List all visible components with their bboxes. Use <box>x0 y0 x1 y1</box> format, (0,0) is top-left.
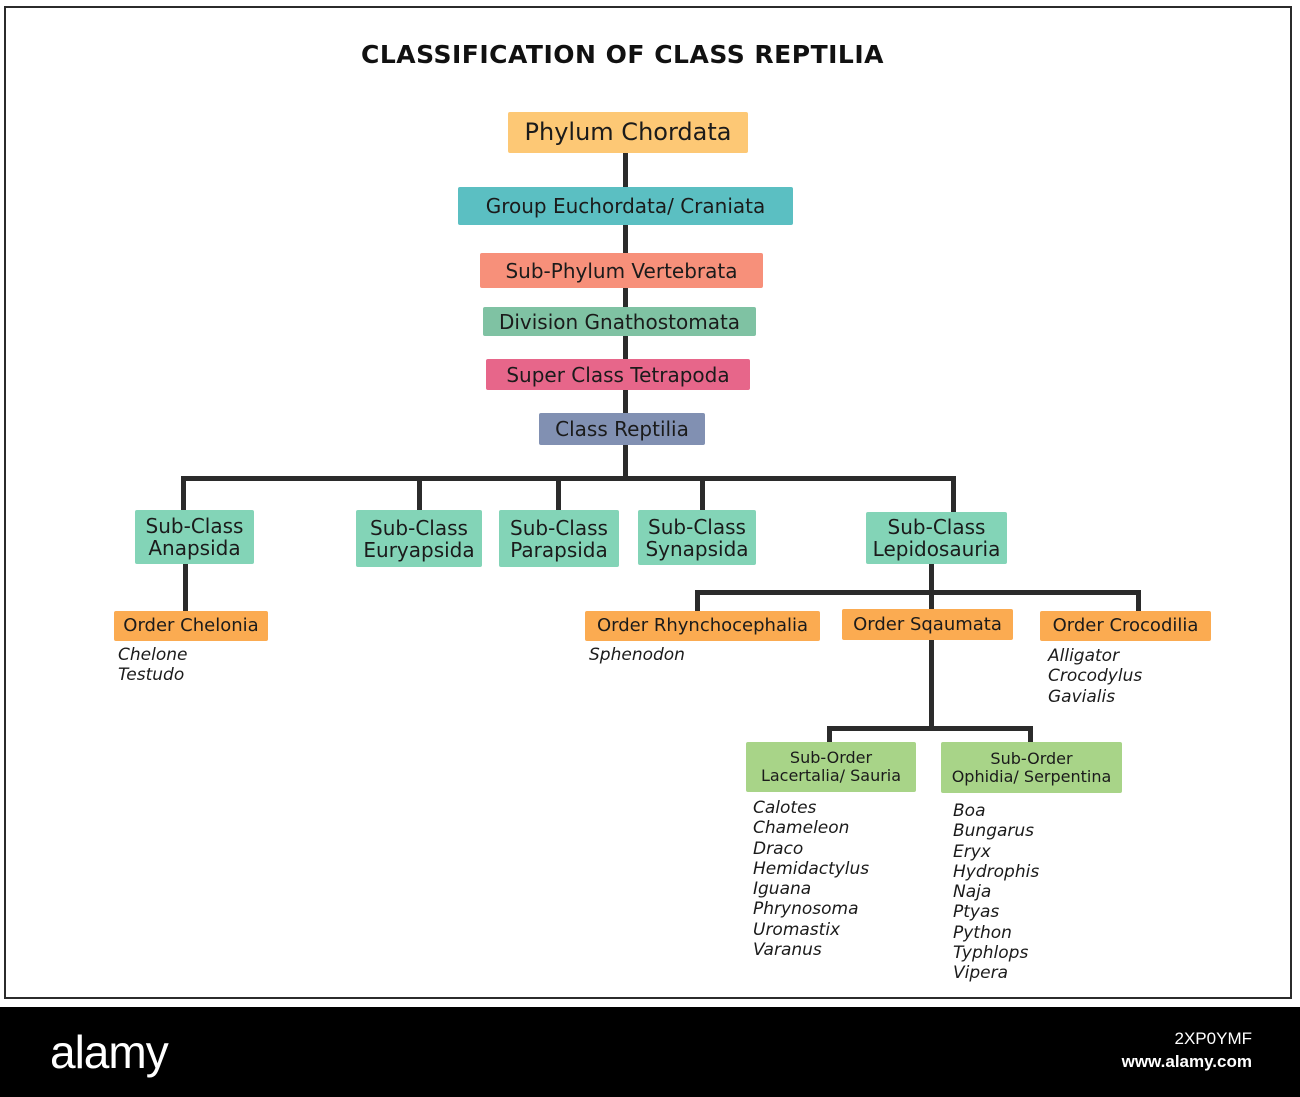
node-suborder-ophidia-line2: Ophidia/ Serpentina <box>951 766 1112 786</box>
node-phylum-chordata-label: Phylum Chordata <box>524 118 732 147</box>
species-name: Uromastix <box>753 919 841 940</box>
species-name: Calotes <box>753 798 817 818</box>
node-subclass-euryapsida-line1: Sub-Class <box>370 515 468 540</box>
node-class-reptilia-label: Class Reptilia <box>555 417 689 441</box>
node-subclass-euryapsida-line2: Euryapsida <box>363 537 475 562</box>
species-list-ophidia: Boa Bungarus Eryx Hydrophis Naja Ptyas P… <box>953 801 1039 984</box>
species-name: Bungarus <box>953 821 1035 842</box>
species-name: Python <box>953 922 1012 943</box>
species-name: Naja <box>953 882 992 903</box>
alamy-logo: alamy <box>50 1026 169 1078</box>
connector-lepidosauria-stem <box>929 562 934 595</box>
connector-subclass-bar <box>181 476 956 481</box>
species-name: Gavialis <box>1048 686 1116 707</box>
connector-anapsida-to-chelonia <box>183 562 188 612</box>
node-subclass-lepidosauria-line2: Lepidosauria <box>872 537 1001 561</box>
node-subclass-synapsida-line2: Synapsida <box>645 536 749 561</box>
species-name: Hemidactylus <box>753 858 870 879</box>
species-name: Eryx <box>953 841 991 862</box>
diagram-frame <box>4 6 1292 999</box>
node-superclass-tetrapoda: Super Class Tetrapoda <box>486 359 750 390</box>
node-order-squamata-label: Order Sqaumata <box>853 613 1002 635</box>
connector-crocodilia-drop <box>1136 590 1141 611</box>
node-subclass-euryapsida: Sub-Class Euryapsida <box>356 510 482 567</box>
species-name: Sphenodon <box>589 645 685 665</box>
node-subphylum-vertebrata-label: Sub-Phylum Vertebrata <box>505 258 738 283</box>
connector-anapsida-drop <box>181 476 186 512</box>
node-suborder-ophidia: Sub-Order Ophidia/ Serpentina <box>941 742 1122 793</box>
node-division-gnathostomata-label: Division Gnathostomata <box>498 309 741 334</box>
node-class-reptilia: Class Reptilia <box>539 413 705 445</box>
node-suborder-lacertilia-line2: Lacertalia/ Sauria <box>760 766 902 785</box>
node-order-crocodilia: Order Crocodilia <box>1040 611 1211 641</box>
node-subclass-parapsida-line2: Parapsida <box>510 537 608 562</box>
species-list-lacertilia: Calotes Chameleon Draco Hemidactylus Igu… <box>753 798 869 960</box>
species-list-rhynchocephalia: Sphenodon <box>589 645 685 665</box>
node-suborder-lacertilia: Sub-Order Lacertalia/ Sauria <box>746 742 916 792</box>
node-phylum-chordata: Phylum Chordata <box>508 112 748 153</box>
connector-lepidosauria-drop <box>951 476 956 513</box>
species-list-crocodilia: Alligator Crocodylus Gavialis <box>1048 646 1142 707</box>
species-name: Typhlops <box>953 943 1029 964</box>
connector-suborder-bar <box>827 726 1033 731</box>
node-subclass-parapsida-line1: Sub-Class <box>510 515 608 540</box>
diagram-title: CLASSIFICATION OF CLASS REPTILIA <box>360 40 885 69</box>
connector-synapsida-drop <box>700 476 705 511</box>
node-suborder-ophidia-line1: Sub-Order <box>990 748 1073 768</box>
species-name: Iguana <box>753 879 812 900</box>
node-order-rhynchocephalia: Order Rhynchocephalia <box>585 611 820 641</box>
species-name: Phrynosoma <box>753 899 859 920</box>
node-order-chelonia-label: Order Chelonia <box>123 615 259 637</box>
species-name: Chelone <box>118 645 188 665</box>
node-subphylum-vertebrata: Sub-Phylum Vertebrata <box>480 253 763 288</box>
node-subclass-synapsida: Sub-Class Synapsida <box>638 510 756 565</box>
species-name: Varanus <box>753 940 822 961</box>
node-group-euchordata-label: Group Euchordata/ Craniata <box>485 194 766 218</box>
connector-euryapsida-drop <box>417 476 422 511</box>
node-order-crocodilia-label: Order Crocodilia <box>1052 615 1199 637</box>
connector-parapsida-drop <box>556 476 561 511</box>
node-subclass-anapsida: Sub-Class Anapsida <box>135 510 254 564</box>
node-order-squamata: Order Sqaumata <box>842 609 1013 640</box>
species-list-chelonia: Chelone Testudo <box>118 645 187 686</box>
node-subclass-anapsida-line2: Anapsida <box>148 536 241 560</box>
species-name: Ptyas <box>953 902 1000 923</box>
connector-ophidia-drop <box>1028 726 1033 743</box>
species-name: Boa <box>953 801 986 821</box>
connector-rhynchocephalia-drop <box>695 590 700 611</box>
image-id: 2XP0YMF <box>1174 1029 1252 1048</box>
species-name: Vipera <box>953 963 1009 984</box>
node-superclass-tetrapoda-label: Super Class Tetrapoda <box>506 362 730 387</box>
node-subclass-anapsida-line1: Sub-Class <box>145 514 244 538</box>
node-order-chelonia: Order Chelonia <box>114 611 268 641</box>
watermark-footer: alamy 2XP0YMF www.alamy.com <box>0 1007 1300 1097</box>
node-subclass-parapsida: Sub-Class Parapsida <box>499 510 619 567</box>
node-suborder-lacertilia-line1: Sub-Order <box>789 748 873 768</box>
node-division-gnathostomata: Division Gnathostomata <box>483 307 756 336</box>
site-url: www.alamy.com <box>1121 1052 1252 1071</box>
node-subclass-synapsida-line1: Sub-Class <box>648 514 746 539</box>
image-credit: 2XP0YMF www.alamy.com <box>1122 1027 1252 1073</box>
node-subclass-lepidosauria: Sub-Class Lepidosauria <box>866 512 1007 564</box>
node-subclass-lepidosauria-line1: Sub-Class <box>887 515 986 539</box>
connector-order-bar <box>695 590 1141 595</box>
connector-squamata-stem <box>929 640 934 730</box>
node-group-euchordata: Group Euchordata/ Craniata <box>458 187 793 225</box>
species-name: Alligator <box>1048 646 1120 666</box>
species-name: Testudo <box>118 665 185 686</box>
species-name: Chameleon <box>753 818 850 839</box>
species-name: Draco <box>753 838 804 859</box>
node-order-rhynchocephalia-label: Order Rhynchocephalia <box>596 615 809 637</box>
connector-lacertilia-drop <box>827 726 832 743</box>
connector-squamata-drop <box>929 590 934 611</box>
species-name: Crocodylus <box>1048 666 1143 687</box>
species-name: Hydrophis <box>953 861 1040 882</box>
